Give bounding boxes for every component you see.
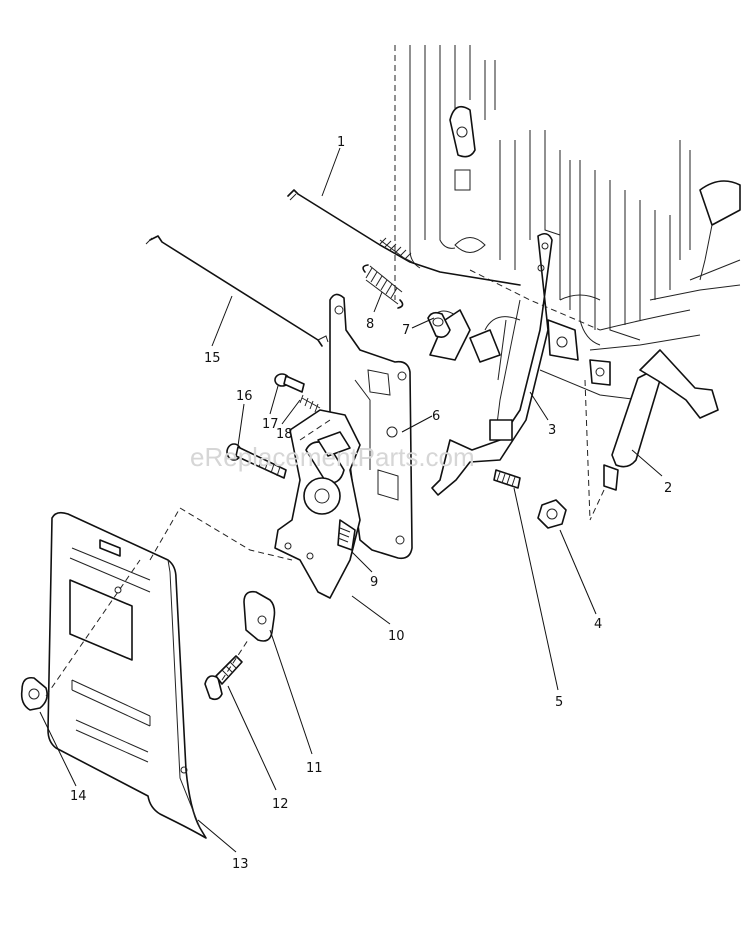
- label-part-10: 10: [388, 629, 405, 644]
- leader-lines: [39, 147, 663, 853]
- part-15-rod: [145, 235, 329, 347]
- part-6-bracket: [329, 293, 413, 560]
- label-part-1: 1: [337, 135, 345, 150]
- part-9-arm: [274, 409, 361, 599]
- part-4-nut: [537, 499, 567, 529]
- part-16-screw: [226, 443, 287, 479]
- label-part-9: 9: [370, 575, 378, 590]
- label-part-15: 15: [204, 351, 221, 366]
- part-17-screw: [274, 373, 305, 393]
- label-part-4: 4: [594, 617, 602, 632]
- label-part-14: 14: [70, 789, 87, 804]
- part-3-lever: [429, 232, 553, 496]
- label-part-13: 13: [232, 857, 249, 872]
- part-labels: 1 2 3 4 5 6 7 8 9 10 11 12 13 14 15 16 1…: [70, 135, 672, 872]
- part-1-rod: [287, 189, 521, 286]
- label-part-8: 8: [366, 317, 374, 332]
- engine-block: [394, 45, 741, 521]
- watermark: eReplacementParts.com: [190, 442, 475, 472]
- label-part-7: 7: [402, 323, 410, 338]
- label-part-11: 11: [306, 761, 323, 776]
- part-11-plate: [243, 590, 276, 642]
- part-5-bolt: [493, 469, 521, 489]
- part-8-spring: [362, 264, 404, 309]
- label-part-17: 17: [262, 417, 279, 432]
- part-7-bushing: [427, 311, 451, 338]
- label-part-3: 3: [548, 423, 556, 438]
- label-part-16: 16: [236, 389, 253, 404]
- label-part-5: 5: [555, 695, 563, 710]
- part-13-cover: [47, 511, 207, 839]
- part-14-screw: [20, 676, 48, 711]
- label-part-2: 2: [664, 481, 672, 496]
- label-part-18: 18: [276, 427, 293, 442]
- alignment-lines: [45, 419, 331, 697]
- part-2-crank: [589, 349, 719, 521]
- part-18-spring: [299, 394, 321, 413]
- label-part-12: 12: [272, 797, 289, 812]
- label-part-6: 6: [432, 409, 440, 424]
